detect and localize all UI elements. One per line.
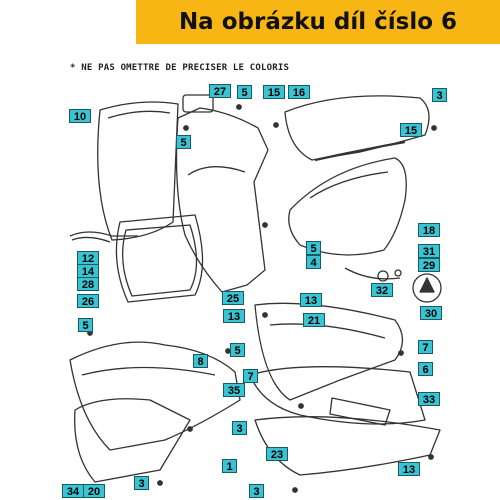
label-15: 15 [400, 123, 422, 137]
label-13: 13 [398, 462, 420, 476]
label-3: 3 [249, 484, 264, 498]
label-20: 20 [83, 484, 105, 498]
label-6: 6 [418, 362, 433, 376]
label-1: 1 [222, 459, 237, 473]
label-3: 3 [232, 421, 247, 435]
leg-shield-part [74, 398, 191, 483]
windshield-part [97, 101, 179, 241]
label-5: 5 [176, 135, 191, 149]
fuel-cap-part [412, 273, 442, 303]
bottom-cover-part [254, 416, 441, 476]
storage-box-part [115, 214, 204, 303]
label-7: 7 [418, 340, 433, 354]
label-31: 31 [418, 244, 440, 258]
side-cowl-part [288, 157, 407, 256]
color-note: * NE PAS OMETTRE DE PRECISER LE COLORIS [70, 63, 290, 73]
label-5: 5 [237, 85, 252, 99]
rear-side-panel-part [284, 95, 430, 161]
label-5: 5 [306, 241, 321, 255]
label-8: 8 [193, 354, 208, 368]
front-body-part [69, 341, 241, 451]
label-33: 33 [418, 392, 440, 406]
part-banner: Na obrázku díl číslo 6 [136, 0, 500, 44]
label-12: 12 [77, 251, 99, 265]
label-10: 10 [69, 109, 91, 123]
label-15: 15 [263, 85, 285, 99]
label-23: 23 [266, 447, 288, 461]
label-14: 14 [77, 264, 99, 278]
label-29: 29 [418, 258, 440, 272]
label-3: 3 [134, 476, 149, 490]
label-3: 3 [432, 88, 447, 102]
label-21: 21 [303, 313, 325, 327]
label-5: 5 [78, 318, 93, 332]
label-35: 35 [223, 383, 245, 397]
floor-panel-part [254, 302, 404, 401]
label-30: 30 [420, 306, 442, 320]
label-4: 4 [306, 255, 321, 269]
label-28: 28 [77, 277, 99, 291]
label-13: 13 [223, 309, 245, 323]
label-16: 16 [288, 85, 310, 99]
label-32: 32 [371, 283, 393, 297]
label-25: 25 [222, 291, 244, 305]
label-5: 5 [230, 343, 245, 357]
label-18: 18 [418, 223, 440, 237]
label-7: 7 [243, 369, 258, 383]
label-34: 34 [62, 484, 84, 498]
label-26: 26 [77, 294, 99, 308]
label-27: 27 [209, 84, 231, 98]
front-shield-part [175, 107, 269, 293]
side-skirt-part [249, 366, 426, 425]
label-13: 13 [300, 293, 322, 307]
